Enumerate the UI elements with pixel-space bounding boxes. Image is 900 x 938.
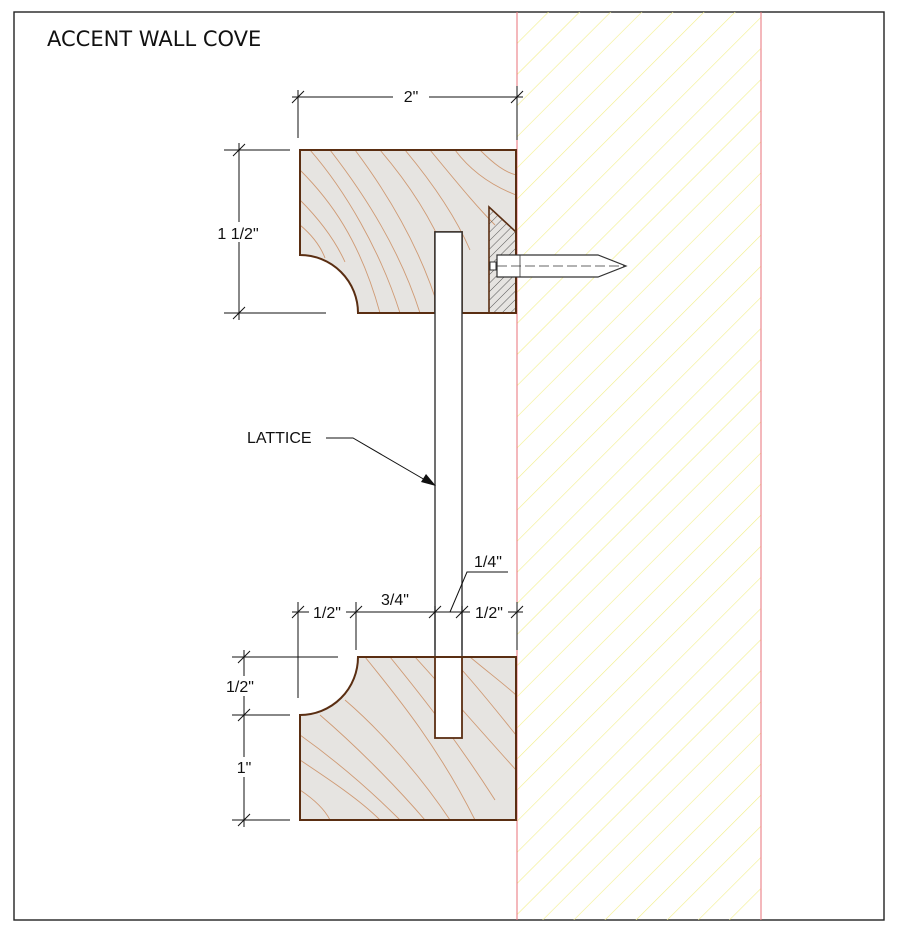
- dim-bottom-vertical: 1/2" 1": [218, 650, 338, 827]
- lattice-label: LATTICE: [247, 430, 312, 447]
- dim-top-height-label: 1 1/2": [217, 226, 258, 243]
- dim-lattice-thickness: 1/4": [449, 554, 508, 613]
- dim-top-width: 2": [291, 85, 524, 140]
- dim-top-height: 1 1/2": [210, 143, 326, 320]
- drawing-title: ACCENT WALL COVE: [47, 27, 261, 51]
- dim-base-height-label: 1": [237, 760, 252, 777]
- dim-cove-height-label: 1/2": [226, 679, 254, 696]
- dim-left-offset-label: 1/2": [313, 605, 341, 622]
- nail-icon: [489, 254, 628, 278]
- dim-lattice-gap-label: 3/4": [381, 592, 409, 609]
- bottom-cove-block: [299, 656, 517, 821]
- dim-top-width-label: 2": [404, 89, 419, 106]
- dim-right-offset-label: 1/2": [475, 605, 503, 622]
- wall-section: [516, 12, 762, 920]
- drawing-frame: [13, 11, 885, 921]
- dim-horizontal-string: 1/2" 3/4" 1/2": [291, 592, 524, 698]
- lattice-callout: LATTICE: [247, 430, 436, 486]
- dim-lattice-thickness-label: 1/4": [474, 554, 502, 571]
- top-cove-block: [299, 149, 517, 314]
